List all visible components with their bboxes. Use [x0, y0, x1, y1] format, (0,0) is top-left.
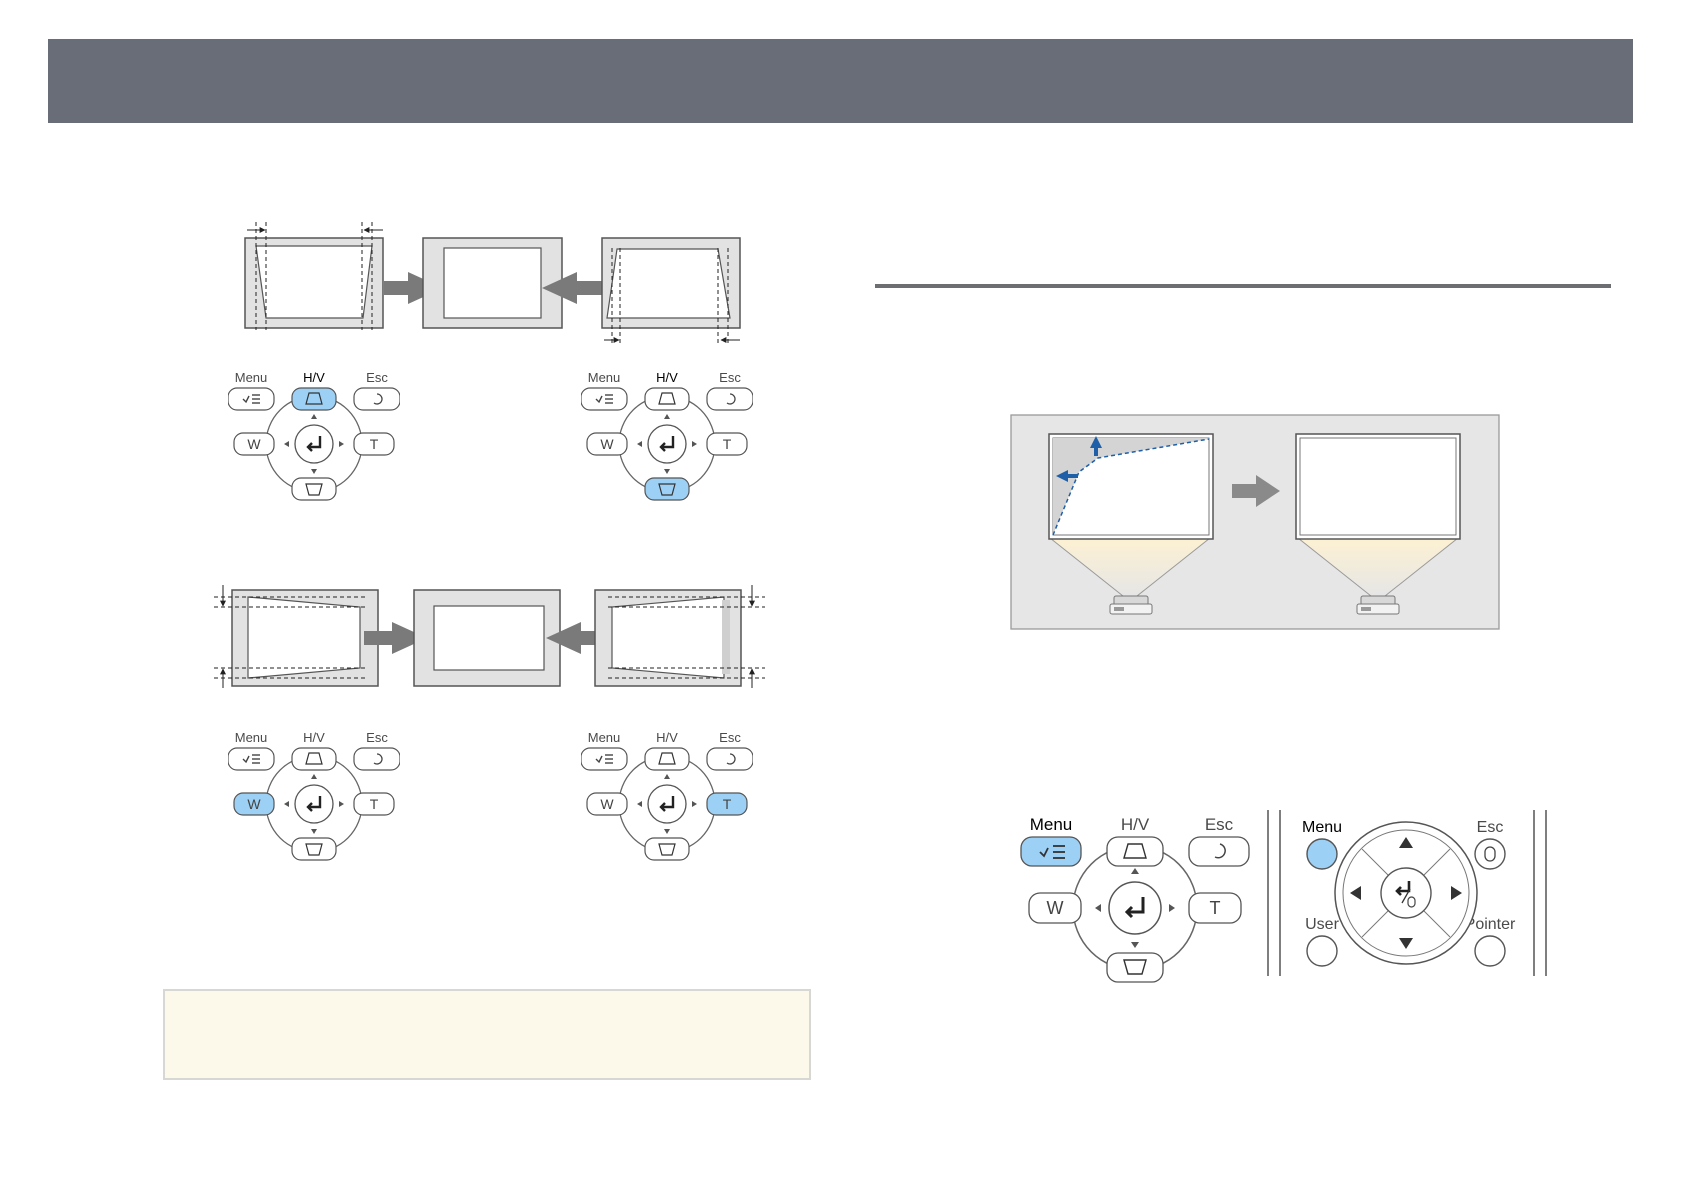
keystone-down-button[interactable] — [292, 478, 336, 500]
esc-button[interactable] — [354, 748, 400, 770]
screen-before-right — [602, 238, 740, 345]
note-box — [163, 989, 811, 1080]
svg-text:T: T — [370, 796, 379, 812]
keystone-down-button[interactable] — [1107, 953, 1163, 982]
menu-label: Menu — [1030, 815, 1073, 834]
control-pad-t: Menu H/V Esc W T — [581, 720, 753, 870]
svg-text:W: W — [600, 796, 614, 812]
t-button[interactable]: T — [354, 793, 394, 815]
esc-button[interactable] — [707, 388, 753, 410]
menu-label: Menu — [588, 370, 621, 385]
screen-before-left — [245, 222, 383, 330]
remote-menu-label: Menu — [1302, 819, 1342, 836]
remote-dpad[interactable] — [1335, 822, 1477, 964]
enter-button[interactable] — [295, 425, 333, 463]
esc-label: Esc — [719, 730, 741, 745]
control-pad-hv-up: Menu H/V Esc W T — [228, 360, 400, 510]
screen-before-right — [595, 585, 765, 688]
remote-menu-button[interactable] — [1307, 839, 1337, 869]
esc-label: Esc — [1205, 815, 1234, 834]
w-button[interactable]: W — [234, 433, 274, 455]
hv-button[interactable] — [292, 388, 336, 410]
hv-label: H/V — [656, 730, 678, 745]
svg-text:T: T — [1210, 898, 1221, 918]
t-button[interactable]: T — [707, 433, 747, 455]
remote-esc-button[interactable] — [1475, 839, 1505, 869]
menu-label: Menu — [588, 730, 621, 745]
w-button[interactable]: W — [587, 433, 627, 455]
svg-text:T: T — [370, 436, 379, 452]
remote-user-button[interactable] — [1307, 936, 1337, 966]
remote-user-label: User — [1305, 916, 1339, 933]
menu-button[interactable] — [1021, 837, 1081, 866]
hv-label: H/V — [656, 370, 678, 385]
keystone-down-button[interactable] — [645, 838, 689, 860]
esc-button[interactable] — [707, 748, 753, 770]
esc-button[interactable] — [1189, 837, 1249, 866]
esc-label: Esc — [366, 370, 388, 385]
menu-label: Menu — [235, 370, 268, 385]
esc-label: Esc — [719, 370, 741, 385]
menu-button[interactable] — [581, 748, 627, 770]
w-button[interactable]: W — [234, 793, 274, 815]
hv-label: H/V — [1121, 815, 1150, 834]
w-button[interactable]: W — [1029, 893, 1081, 923]
svg-text:W: W — [247, 436, 261, 452]
svg-text:W: W — [600, 436, 614, 452]
remote-pointer-button[interactable] — [1475, 936, 1505, 966]
screen-before-left — [214, 585, 378, 688]
horizontal-keystone-screens-figure — [238, 218, 768, 352]
svg-text:W: W — [247, 796, 261, 812]
control-panel-menu: Menu H/V Esc W T — [1010, 796, 1260, 996]
control-pad-hv-down: Menu H/V Esc W T — [581, 360, 753, 510]
svg-text:T: T — [723, 796, 732, 812]
remote-enter-button[interactable] — [1381, 868, 1431, 918]
t-button[interactable]: T — [1189, 893, 1241, 923]
menu-button[interactable] — [228, 388, 274, 410]
screen-corrected-center — [414, 590, 560, 686]
menu-button[interactable] — [581, 388, 627, 410]
enter-button[interactable] — [1109, 882, 1161, 934]
quick-corner-figure — [1010, 414, 1500, 630]
keystone-down-button[interactable] — [645, 478, 689, 500]
esc-button[interactable] — [354, 388, 400, 410]
hv-label: H/V — [303, 730, 325, 745]
w-button[interactable]: W — [587, 793, 627, 815]
svg-text:W: W — [1047, 898, 1064, 918]
menu-label: Menu — [235, 730, 268, 745]
t-button[interactable]: T — [354, 433, 394, 455]
keystone-down-button[interactable] — [292, 838, 336, 860]
hv-button[interactable] — [645, 388, 689, 410]
enter-button[interactable] — [648, 785, 686, 823]
t-button[interactable]: T — [707, 793, 747, 815]
enter-button[interactable] — [295, 785, 333, 823]
hv-button[interactable] — [645, 748, 689, 770]
projector-icon — [1357, 596, 1399, 614]
hv-button[interactable] — [292, 748, 336, 770]
projector-icon — [1110, 596, 1152, 614]
enter-button[interactable] — [648, 425, 686, 463]
section-divider — [875, 284, 1611, 288]
esc-label: Esc — [366, 730, 388, 745]
page-header-bar — [48, 39, 1633, 123]
svg-text:T: T — [723, 436, 732, 452]
hv-label: H/V — [303, 370, 325, 385]
vertical-keystone-screens-figure — [210, 580, 770, 688]
hv-button[interactable] — [1107, 837, 1163, 866]
remote-control-menu: Menu Esc User Pointer — [1262, 804, 1552, 982]
control-pad-w: Menu H/V Esc W T — [228, 720, 400, 870]
remote-esc-label: Esc — [1477, 819, 1504, 836]
screen-corrected-center — [423, 238, 562, 328]
menu-button[interactable] — [228, 748, 274, 770]
